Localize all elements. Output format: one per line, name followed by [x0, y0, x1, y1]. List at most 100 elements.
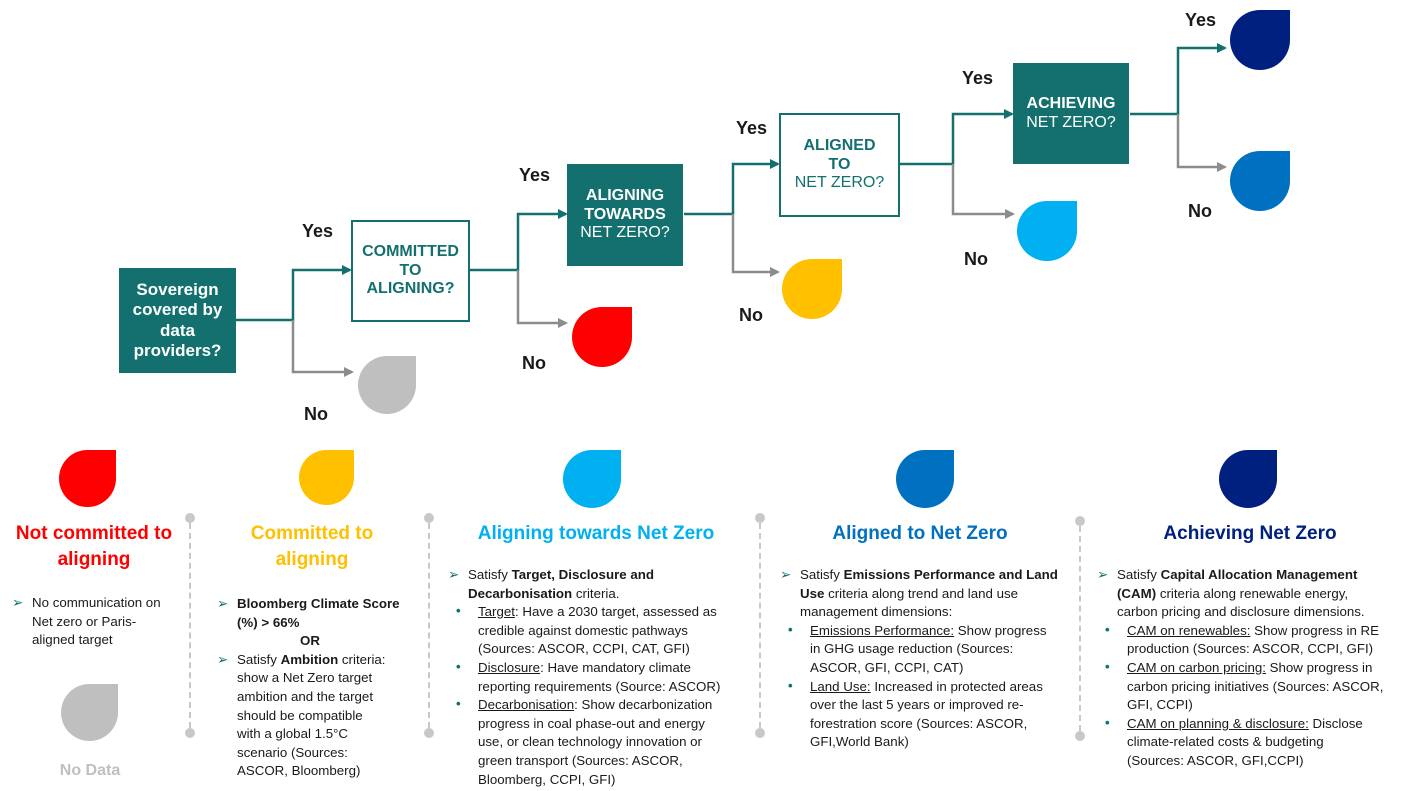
separator-dot: [755, 728, 765, 738]
yes-label-2: Yes: [519, 165, 551, 185]
yes-label-1: Yes: [302, 221, 334, 241]
achieving-title: Achieving Net Zero: [1163, 523, 1337, 544]
dot-bullet-icon: •: [456, 659, 461, 675]
arrow-bullet-icon: ➢: [217, 651, 229, 667]
body-line: (Sources: ASCOR, CCPI, CAT, GFI): [478, 641, 690, 657]
body-line: should be compatible: [237, 707, 363, 723]
start-node-line3: data: [160, 320, 195, 340]
body-text: criteria:: [338, 651, 386, 667]
body-line: show a Net Zero target: [237, 670, 373, 686]
aligning-node-line1: ALIGNING: [585, 186, 665, 204]
body-line: credible against domestic pathways: [478, 622, 688, 638]
achieving-legend-drop-icon: [1219, 450, 1277, 508]
body-text: Show progress: [954, 622, 1047, 638]
start-node-line1: Sovereign: [136, 280, 219, 300]
body-line: (Sources: ASCOR, GFI,CCPI): [1127, 753, 1304, 769]
no-label-5: No: [1188, 201, 1212, 221]
body-underline: CAM on renewables:: [1127, 622, 1251, 638]
arrow-bullet-icon: ➢: [780, 567, 792, 582]
body-line: Bloomberg Climate Score: [237, 596, 400, 611]
committed-node-line2: TO: [399, 261, 422, 279]
separator-line-1: [189, 523, 191, 728]
not-committed-title-line2: aligning: [57, 548, 131, 570]
body-text: Satisfy: [237, 651, 281, 667]
separator-line-4: [1079, 526, 1081, 731]
body-line: with a global 1.5°C: [237, 726, 349, 742]
body-bold: Target, Disclosure and: [511, 567, 654, 582]
achieving-drop-icon: [1230, 10, 1290, 70]
separator-dot: [424, 513, 434, 523]
yes-label-3: Yes: [736, 118, 768, 138]
dot-bullet-icon: •: [456, 696, 461, 712]
committed-title-line2: aligning: [275, 548, 349, 570]
body-text: criteria along renewable energy,: [1156, 585, 1349, 601]
body-bold: Emissions Performance and Land: [843, 567, 1058, 582]
body-line: Bloomberg, CCPI, GFI): [478, 771, 616, 787]
body-text: Increased in protected areas: [870, 678, 1043, 694]
start-node-line4: providers?: [133, 340, 222, 360]
body-line: over the last 5 years or improved re-: [810, 697, 1024, 713]
aligned-node-line2: TO: [828, 155, 851, 173]
committed-node: COMMITTED TO ALIGNING?: [351, 220, 470, 322]
body-text: Satisfy: [800, 567, 844, 582]
aligned-body: ➢ Satisfy Emissions Performance and Land…: [780, 566, 1075, 752]
aligning-drop-icon: [1017, 201, 1077, 261]
body-line: scenario (Sources:: [237, 744, 348, 760]
achieving-node: ACHIEVING NET ZERO?: [1013, 63, 1129, 164]
body-line: Net zero or Paris-: [32, 613, 137, 629]
body-line: forestration score (Sources: ASCOR,: [810, 715, 1028, 731]
separator-dot: [185, 728, 195, 738]
separator-dot: [1075, 731, 1085, 741]
achieving-body: ➢ Satisfy Capital Allocation Management …: [1097, 566, 1403, 771]
body-line: carbon pricing initiatives (Sources: ASC…: [1127, 678, 1384, 694]
body-text: : Show decarbonization: [574, 697, 713, 713]
body-line: management dimensions:: [800, 604, 953, 620]
committed-title: Committed to aligning: [222, 521, 402, 572]
body-underline: Emissions Performance:: [810, 622, 955, 638]
separator-line-2: [428, 523, 430, 728]
body-line: ASCOR, Bloomberg): [237, 763, 361, 779]
body-line: climate-related costs & budgeting: [1127, 734, 1324, 750]
committed-body: ➢ Bloomberg Climate Score (%) > 66% OR ➢…: [217, 595, 417, 781]
body-text: Show progress in RE: [1250, 622, 1380, 638]
body-line: No communication on: [32, 595, 161, 610]
body-line: production (Sources: ASCOR, CCPI, GFI): [1127, 641, 1374, 657]
not-committed-drop-icon: [572, 307, 632, 367]
body-text: criteria.: [572, 585, 620, 601]
body-line: green transport (Sources: ASCOR,: [478, 753, 683, 769]
committed-legend-drop-icon: [299, 450, 354, 505]
aligning-body: ➢ Satisfy Target, Disclosure and Decarbo…: [448, 566, 758, 789]
body-text: Disclose: [1308, 715, 1363, 731]
aligned-drop-icon: [1230, 151, 1290, 211]
aligned-node-line3: NET ZERO?: [794, 174, 885, 192]
separator-dot: [185, 513, 195, 523]
separator-dot: [424, 728, 434, 738]
body-bold: Use: [800, 585, 825, 601]
committed-title-line1: Committed to: [250, 523, 374, 544]
arrow-bullet-icon: ➢: [1097, 567, 1109, 582]
body-line: (%) > 66%: [237, 614, 300, 630]
no-label-3: No: [739, 305, 763, 325]
no-label-1: No: [304, 404, 328, 424]
not-committed-title: Not committed to aligning: [0, 521, 188, 572]
aligning-node-line3: NET ZERO?: [580, 224, 670, 242]
achieving-node-line2: NET ZERO?: [1026, 113, 1116, 131]
dot-bullet-icon: •: [788, 677, 793, 693]
body-line: use, or clean technology innovation or: [478, 734, 702, 750]
body-bold: Ambition: [280, 651, 339, 667]
achieving-node-line1: ACHIEVING: [1026, 94, 1116, 112]
arrow-bullet-icon: ➢: [217, 596, 229, 611]
dot-bullet-icon: •: [788, 621, 793, 637]
aligning-legend-drop-icon: [563, 450, 621, 508]
body-text: criteria along trend and land use: [824, 585, 1019, 601]
arrow-bullet-icon: ➢: [12, 595, 24, 610]
no-data-title: No Data: [59, 762, 121, 779]
body-bold: (CAM): [1117, 585, 1157, 601]
dot-bullet-icon: •: [1105, 621, 1110, 637]
body-underline: Disclosure: [478, 660, 541, 676]
body-underline: Target: [478, 604, 515, 620]
body-line: GFI, CCPI): [1127, 697, 1193, 713]
body-bold: Decarbonisation: [468, 585, 573, 601]
aligned-title: Aligned to Net Zero: [832, 523, 1008, 544]
no-label-2: No: [522, 353, 546, 373]
